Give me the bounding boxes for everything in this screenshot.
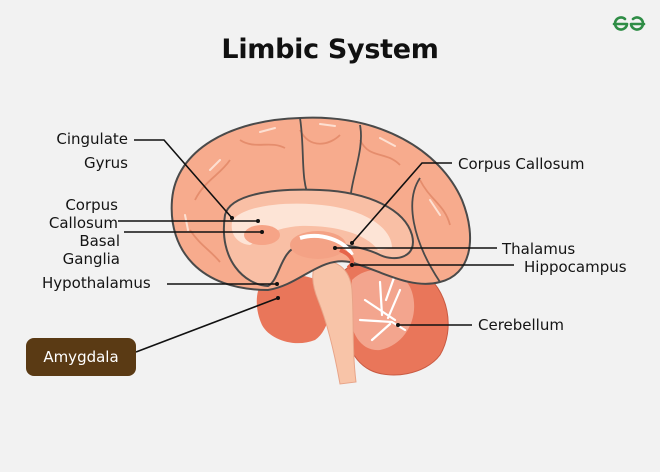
label-line: Ganglia bbox=[62, 250, 120, 268]
temporal-lobe-lower bbox=[256, 274, 331, 344]
label-cingulate-gyrus: Cingulate Gyrus bbox=[20, 130, 128, 172]
label-corpus-callosum-left: Corpus Callosum bbox=[10, 196, 118, 232]
label-corpus-callosum-right: Corpus Callosum bbox=[458, 155, 585, 173]
label-line: Basal bbox=[79, 232, 120, 250]
label-line: Corpus bbox=[65, 196, 118, 214]
label-hypothalamus: Hypothalamus bbox=[42, 274, 151, 292]
geeksforgeeks-logo-icon bbox=[612, 16, 646, 31]
label-amygdala-badge: Amygdala bbox=[26, 338, 136, 376]
diagram-title: Limbic System bbox=[221, 34, 439, 65]
label-cerebellum: Cerebellum bbox=[478, 316, 564, 334]
cerebellum-illustration bbox=[341, 259, 449, 376]
brainstem-illustration bbox=[312, 260, 357, 385]
label-hippocampus: Hippocampus bbox=[524, 258, 627, 276]
corpus-callosum-illustration bbox=[231, 203, 392, 250]
label-line: Callosum bbox=[48, 214, 118, 232]
label-basal-ganglia: Basal Ganglia bbox=[10, 232, 120, 268]
label-thalamus: Thalamus bbox=[502, 240, 576, 258]
leader-lines bbox=[118, 139, 514, 353]
label-line: Gyrus bbox=[84, 154, 128, 172]
basal-ganglia-illustration bbox=[244, 225, 280, 245]
label-line: Cingulate bbox=[56, 130, 128, 148]
hippocampus-illustration bbox=[339, 248, 355, 270]
